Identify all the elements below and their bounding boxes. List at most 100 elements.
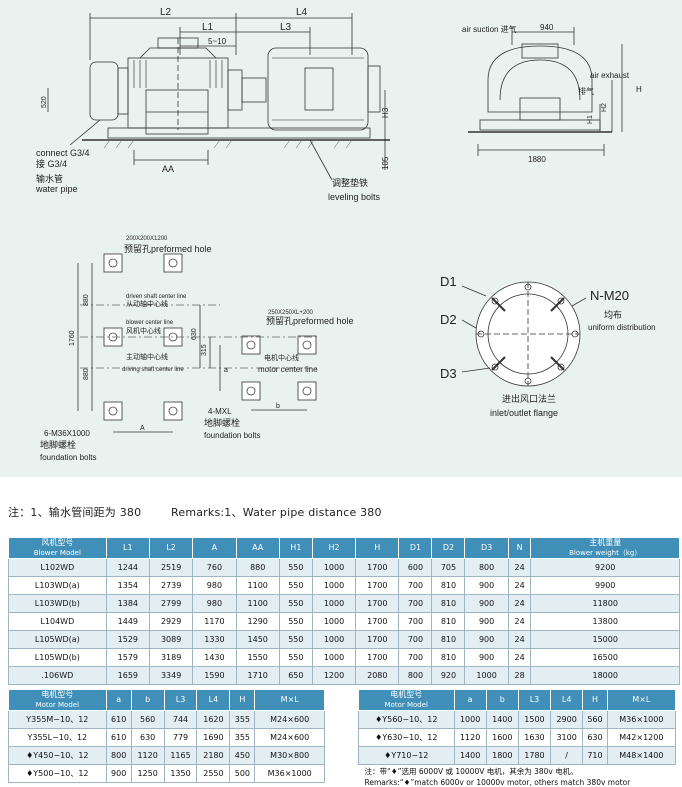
d3-label: D3	[440, 366, 457, 381]
table-cell: 1100	[235, 594, 280, 613]
table-cell: 550	[278, 612, 313, 631]
table-cell: 1384	[105, 594, 150, 613]
table-cell: 24	[507, 558, 532, 577]
table-cell: 550	[278, 576, 313, 595]
table-cell: 1165	[163, 746, 198, 765]
table-cell: M36×1000	[254, 764, 325, 783]
table-cell: 1350	[163, 764, 198, 783]
column-header: H2	[311, 537, 357, 559]
table-cell: 1710	[235, 666, 280, 685]
table-cell: 560	[582, 710, 608, 729]
side-view: L2 L4 L1 L3 5~10	[35, 7, 390, 202]
column-header: M×L	[254, 689, 325, 711]
table-cell: 1600	[485, 728, 519, 747]
table-cell: 11800	[530, 594, 680, 613]
table-cell: 900	[464, 648, 509, 667]
table-cell: 13800	[530, 612, 680, 631]
table-cell: 500	[229, 764, 256, 783]
dim-315: 315	[201, 344, 208, 356]
flange-view: D1 D2 D3 N-M20 均布 uniform distribution 进…	[440, 274, 656, 418]
table-cell: 900	[464, 594, 509, 613]
remark-en: Remarks:1、Water pipe distance 380	[171, 506, 382, 519]
table-cell: 800	[398, 666, 433, 685]
table-cell: 1700	[355, 648, 400, 667]
table-cell: 700	[398, 612, 433, 631]
leveling-cn: 调整垫铁	[332, 177, 368, 188]
end-view: 940 1880 H H2 H1 air suction 进气 air exha…	[462, 23, 642, 164]
uniform-en: uniform distribution	[588, 323, 656, 332]
dim-520: 520	[41, 96, 48, 108]
table-cell: Y355L−10、12	[8, 728, 107, 747]
table-cell: 3349	[148, 666, 194, 685]
table-cell: 1690	[196, 728, 231, 747]
table-cell: 1250	[130, 764, 165, 783]
table-cell: 650	[278, 666, 313, 685]
table-cell: 1000	[311, 576, 357, 595]
flange-cn: 进出风口法兰	[502, 393, 556, 404]
table-cell: 630	[582, 728, 608, 747]
table-cell: 2799	[148, 594, 194, 613]
table-cell: 1170	[192, 612, 237, 631]
dim-880-b: 880	[83, 368, 90, 380]
column-header: b	[485, 689, 519, 711]
table-note: Remarks:“♦”match 6000v or 10000v motor, …	[364, 778, 631, 787]
table-cell: .106WD	[8, 666, 107, 685]
table-cell: 550	[278, 630, 313, 649]
table-cell: M24×600	[254, 710, 325, 729]
table-cell: 2519	[148, 558, 194, 577]
table-cell: 1700	[355, 558, 400, 577]
driven-line-cn: 从动轴中心线	[126, 299, 168, 308]
table-cell: ♦Y710−12	[358, 746, 455, 765]
table-cell: 2929	[148, 612, 194, 631]
table-cell: M24×600	[254, 728, 325, 747]
table-cell: 1400	[485, 710, 519, 729]
dim-H2: H2	[601, 103, 608, 112]
column-header: a	[105, 689, 132, 711]
table-cell: L103WD(b)	[8, 594, 107, 613]
leveling-en: leveling bolts	[328, 192, 381, 202]
table-cell: 15000	[530, 630, 680, 649]
table-cell: 3189	[148, 648, 194, 667]
table-cell: 700	[398, 648, 433, 667]
water-pipe-en: water pipe	[35, 184, 78, 194]
table-cell: 1630	[517, 728, 552, 747]
column-header: L2	[148, 537, 194, 559]
table-cell: 810	[431, 612, 466, 631]
table-cell: 1700	[355, 594, 400, 613]
table-cell: 1000	[311, 630, 357, 649]
table-cell: ♦Y500−10、12	[8, 764, 107, 783]
dim-AA: AA	[162, 164, 174, 174]
table-cell: 630	[130, 728, 165, 747]
table-cell: 2080	[355, 666, 400, 685]
table-cell: 1400	[453, 746, 487, 765]
table-cell: 355	[229, 728, 256, 747]
column-header: D3	[464, 537, 509, 559]
table-cell: 1354	[105, 576, 150, 595]
table-cell: 1000	[464, 666, 509, 685]
dim-5-10: 5~10	[208, 37, 227, 46]
column-header: L4	[550, 689, 584, 711]
column-header: b	[130, 689, 165, 711]
table-cell: 800	[105, 746, 132, 765]
dim-L3: L3	[280, 22, 292, 33]
table-cell: 550	[278, 558, 313, 577]
table-cell: 1200	[311, 666, 357, 685]
column-header: M×L	[606, 689, 677, 711]
table-cell: 600	[398, 558, 433, 577]
table-cell: 1120	[130, 746, 165, 765]
air-suction-label: air suction 进气	[462, 24, 517, 34]
table-cell: 1290	[235, 612, 280, 631]
table-cell: L102WD	[8, 558, 107, 577]
dim-A: A	[140, 425, 145, 432]
table-cell: 900	[105, 764, 132, 783]
remark-cn: 注：1、输水管间距为 380	[8, 506, 142, 519]
